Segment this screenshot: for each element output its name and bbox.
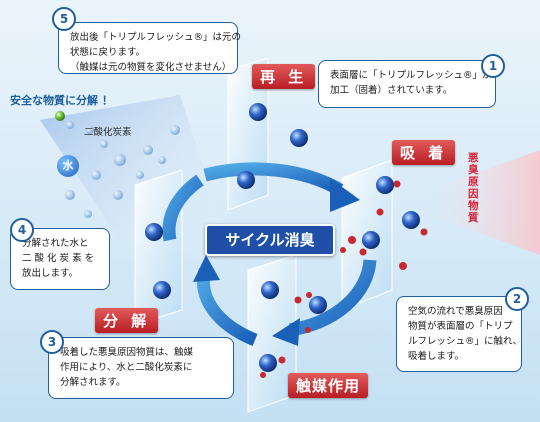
catalyst-molecule (261, 281, 279, 299)
step-2-badge: 2 (505, 287, 529, 311)
odor-cause-label: 悪臭原因物質 (468, 152, 479, 224)
note-2-line: ルフレッシュ®」に触れ、 (408, 336, 523, 347)
note-2-line: 吸着します。 (408, 351, 465, 362)
note-3-line: 分解されます。 (60, 377, 126, 388)
note-5-line: 状態に戻ります。 (70, 47, 146, 58)
note-3-line: 吸着した悪臭原因物質は、触媒 (60, 347, 194, 358)
water-label: 水 (57, 155, 79, 177)
note-4-line: 二 酸 化 炭 素 を (22, 253, 95, 264)
step-3-badge: 3 (40, 330, 64, 354)
arrow-bottom-head (193, 255, 220, 282)
note-5-line: （触媒は元の物質を変化させません） (70, 62, 232, 73)
stage-decompose-label: 分 解 (95, 308, 159, 333)
safe-substance-label: 安全な物質に分解 ！ (10, 94, 113, 107)
stage-catalysis-label: 触媒作用 (288, 373, 369, 398)
catalyst-molecule (376, 176, 394, 194)
catalyst-molecule (145, 223, 163, 241)
step-1-badge: 1 (481, 54, 505, 78)
arrow-right (288, 259, 377, 337)
note-4-line: 放出します。 (22, 268, 79, 279)
co2-plume (40, 95, 235, 265)
note-1-line: 加工（固着）されています。 (330, 85, 453, 96)
stage-adsorb-label: 吸 着 (392, 140, 456, 165)
note-3-line: 作用により、水と二酸化炭素に (60, 362, 193, 373)
note-1: 表面層に「トリプルフレッシュ®」が 加工（固着）されています。 (318, 60, 496, 108)
co2-molecules (55, 111, 180, 218)
stage-regenerate-label: 再 生 (252, 64, 316, 89)
catalyst-molecule (237, 171, 255, 189)
step-4-badge: 4 (10, 218, 34, 242)
center-label: サイクル消臭 (205, 224, 335, 256)
step-5-badge: 5 (52, 7, 76, 31)
note-1-line: 表面層に「トリプルフレッシュ®」が (330, 70, 492, 81)
catalyst-molecule (153, 281, 171, 299)
note-2: 空気の流れで悪臭原因 物質が表面層の「トリプ ルフレッシュ®」に触れ、 吸着しま… (396, 296, 522, 372)
arrow-left (162, 174, 204, 242)
catalyst-molecule (402, 211, 420, 229)
note-4: 分解された水と 二 酸 化 炭 素 を 放出します。 (10, 228, 110, 290)
note-4-line: 分解された水と (22, 238, 89, 249)
panel-left (134, 169, 183, 326)
arrow-top-head (330, 178, 360, 212)
catalyst-molecule (309, 296, 327, 314)
catalyst-molecule (259, 354, 277, 372)
note-3: 吸着した悪臭原因物質は、触媒 作用により、水と二酸化炭素に 分解されます。 (48, 337, 234, 399)
note-5: 放出後「トリプルフレッシュ®」は元の 状態に戻ります。 （触媒は元の物質を変化さ… (58, 22, 242, 74)
catalyst-molecule (362, 231, 380, 249)
catalyst-molecule (249, 103, 267, 121)
arrow-top (203, 162, 344, 196)
note-5-line: 放出後「トリプルフレッシュ®」は元の (70, 32, 242, 43)
note-2-line: 物質が表面層の「トリプ (408, 321, 513, 332)
arrow-right-head (272, 318, 300, 346)
note-2-line: 空気の流れで悪臭原因 (408, 306, 503, 317)
co2-label: 二酸化炭素 (84, 127, 132, 138)
odor-molecules (260, 180, 428, 378)
odor-plume (430, 150, 540, 255)
catalyst-molecule (290, 129, 308, 147)
